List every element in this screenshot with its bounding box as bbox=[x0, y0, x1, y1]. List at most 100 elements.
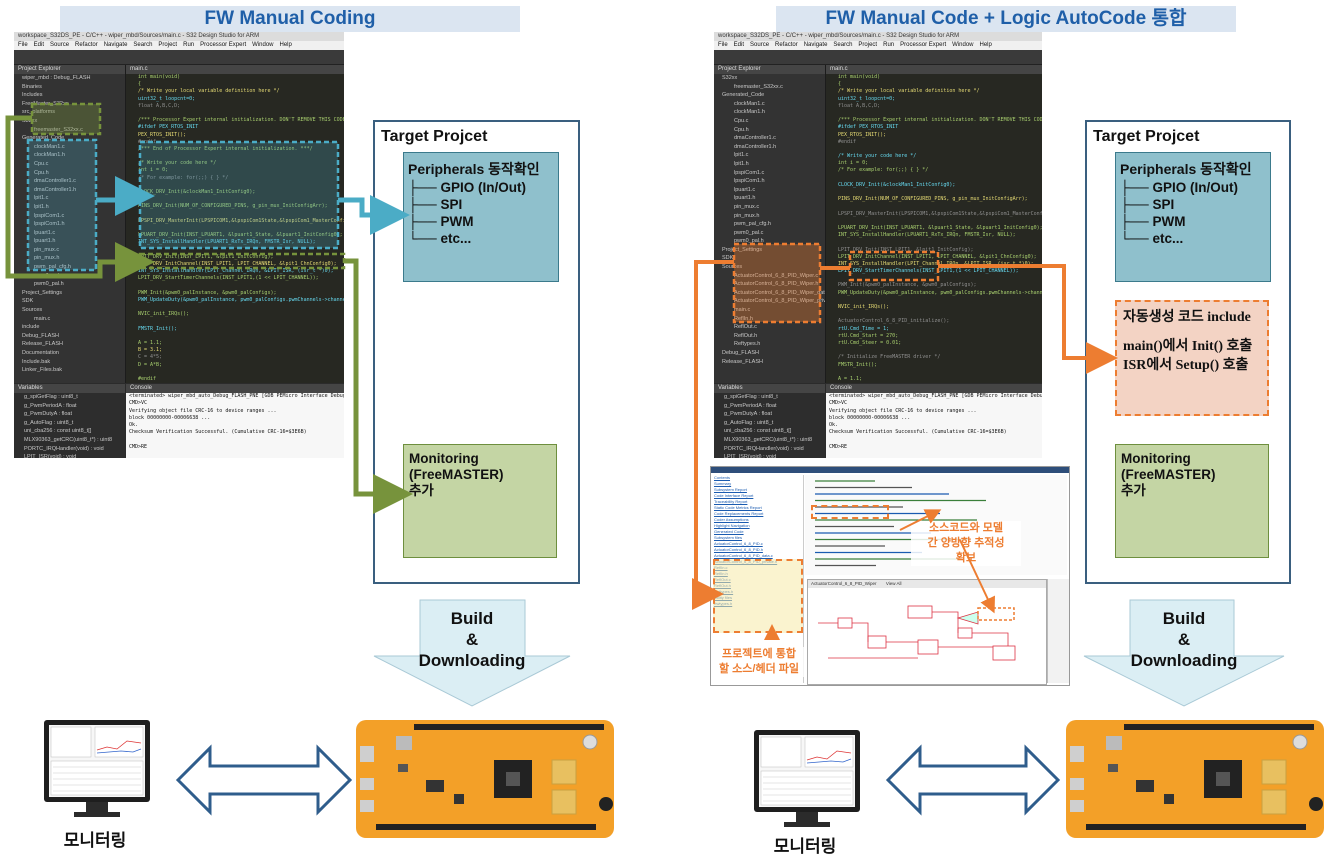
tree-item[interactable]: Release_FLASH bbox=[22, 341, 63, 348]
tree-item[interactable]: pwm_pal_cfg.h bbox=[734, 221, 771, 228]
tree-item[interactable]: SDK bbox=[22, 298, 34, 305]
tree-item[interactable]: Binaries bbox=[22, 83, 42, 90]
tree-item[interactable]: lpit1.c bbox=[14, 194, 125, 203]
report-link[interactable]: Subsystem files bbox=[714, 535, 743, 540]
tree-item[interactable]: clockMan1.c bbox=[734, 100, 765, 107]
tree-item[interactable]: FreeMaster_S32xx bbox=[22, 100, 69, 107]
variable-item[interactable]: g_PwmPeriodA : float bbox=[724, 402, 777, 409]
variable-item[interactable]: LPIT_ISR(void) : void bbox=[724, 454, 777, 458]
tree-item[interactable]: src_platforms bbox=[14, 108, 125, 117]
menu-item[interactable]: Window bbox=[252, 42, 274, 48]
tree-item[interactable]: Project_Settings bbox=[22, 289, 63, 296]
variable-item[interactable]: g_AutoFlag : uint8_t bbox=[24, 419, 74, 426]
variable-item[interactable]: g_AutoFlag : uint8_t bbox=[724, 419, 774, 426]
menu-item[interactable]: Navigate bbox=[103, 42, 128, 48]
tree-item[interactable]: main.c bbox=[34, 315, 51, 322]
tree-item[interactable]: Cpu.c bbox=[734, 117, 749, 124]
tree-item[interactable]: Debug_FLASH bbox=[722, 350, 759, 356]
tree-item[interactable]: Cpu.h bbox=[734, 126, 749, 133]
report-link[interactable]: Subsystem Report bbox=[714, 487, 747, 492]
model-tab[interactable]: ActuatorControl_6_8_PID_Wiper bbox=[811, 581, 877, 586]
tree-item[interactable]: lpit1.h bbox=[734, 160, 749, 167]
menu-item[interactable]: Run bbox=[183, 42, 195, 48]
tree-item[interactable]: SDK bbox=[722, 255, 734, 262]
tree-item[interactable]: wiper_mbd : Debug_FLASH bbox=[22, 75, 91, 81]
menu-item[interactable]: Refactor bbox=[75, 42, 98, 48]
tree-item[interactable]: lpspiCom1.c bbox=[14, 212, 125, 221]
menu-item[interactable]: Window bbox=[952, 42, 974, 48]
console-tab[interactable]: Console bbox=[126, 384, 344, 393]
variable-item[interactable]: g_PwmDutyA : float bbox=[24, 411, 72, 418]
tree-item[interactable]: main.c bbox=[714, 306, 825, 315]
tree-item[interactable]: Debug_FLASH bbox=[22, 332, 59, 339]
tree-item[interactable]: ReflOut.c bbox=[734, 324, 757, 331]
menu-item[interactable]: Search bbox=[833, 42, 853, 48]
tree-item[interactable]: ActuatorControl_6_8_PID_Wiper.h bbox=[714, 280, 825, 289]
report-link[interactable]: Summary bbox=[714, 481, 732, 486]
tree-item[interactable]: dmaController1.c bbox=[14, 177, 125, 186]
tree-item[interactable]: clockMan1.h bbox=[14, 151, 125, 160]
tree-item[interactable]: include bbox=[22, 324, 40, 331]
tree-item[interactable]: pwm0_pal.h bbox=[734, 238, 764, 245]
menu-item[interactable]: Project bbox=[158, 42, 178, 48]
variable-item[interactable]: uni_cba256 : const uint8_t[] bbox=[724, 428, 792, 435]
tree-item[interactable]: dmaController1.h bbox=[734, 143, 777, 150]
variables-tab-right[interactable]: Variables bbox=[714, 384, 825, 393]
menu-item[interactable]: Edit bbox=[33, 42, 45, 48]
tree-item[interactable]: lpuart1.h bbox=[734, 195, 756, 202]
tree-item[interactable]: S32xx bbox=[722, 75, 738, 81]
tree-item[interactable]: pwm0_pal.c bbox=[734, 229, 764, 236]
tree-item[interactable]: Includes bbox=[22, 92, 43, 99]
report-link[interactable]: Code Interface Report bbox=[714, 493, 754, 498]
report-link[interactable]: Static Code Metrics Report bbox=[714, 505, 762, 510]
editor-tab[interactable]: main.c bbox=[126, 65, 344, 74]
tree-item[interactable]: lpuart1.c bbox=[14, 229, 125, 238]
tree-item[interactable]: Generated_Code bbox=[22, 135, 65, 142]
report-link[interactable]: Traceability Report bbox=[714, 499, 748, 504]
tree-item[interactable]: clockMan1.h bbox=[734, 109, 765, 116]
tree-item[interactable]: clockMan1.c bbox=[14, 143, 125, 152]
tree-item[interactable]: freemaster_S32xx.c bbox=[734, 83, 783, 90]
tree-item[interactable]: freemaster_S32xx.c bbox=[14, 126, 125, 135]
tree-item[interactable]: S32xx bbox=[22, 117, 38, 124]
variable-item[interactable]: PORTC_IRQHandler(void) : void bbox=[724, 445, 804, 452]
editor-tab-right[interactable]: main.c bbox=[826, 65, 1042, 74]
tree-item[interactable]: ReflOut.h bbox=[734, 332, 758, 339]
tree-item[interactable]: pwm0_pal.h bbox=[34, 281, 64, 288]
variables-tab[interactable]: Variables bbox=[14, 384, 125, 393]
tree-item[interactable]: lpspiCom1.h bbox=[734, 178, 765, 185]
menu-item[interactable]: Refactor bbox=[775, 42, 798, 48]
tree-item[interactable]: ReflIn.h bbox=[714, 315, 825, 324]
explorer-tab-right[interactable]: Project Explorer bbox=[714, 65, 825, 74]
tree-item[interactable]: ActuatorControl_6_8_PID_Wiper.c bbox=[714, 272, 825, 281]
console-tab-right[interactable]: Console bbox=[826, 384, 1042, 393]
tree-item[interactable]: Include.bak bbox=[22, 358, 51, 365]
menu-item[interactable]: Project bbox=[858, 42, 878, 48]
tree-item[interactable]: Documentation bbox=[22, 350, 59, 356]
report-link[interactable]: Highlight Navigation bbox=[714, 523, 750, 528]
variable-item[interactable]: MLX90363_getCRC(uint8_t*) : uint8 bbox=[24, 436, 113, 443]
tree-item[interactable]: Sources bbox=[22, 307, 43, 314]
tree-item[interactable]: Release_FLASH bbox=[722, 358, 763, 365]
variable-item[interactable]: g_PwmPeriodA : float bbox=[24, 402, 77, 409]
report-link[interactable]: ActuatorControl_6_8_PID_data.c bbox=[714, 553, 773, 558]
tree-item[interactable]: Project_Settings bbox=[714, 246, 825, 255]
explorer-tab[interactable]: Project Explorer bbox=[14, 65, 125, 74]
report-link[interactable]: ActuatorControl_6_8_PID.h bbox=[714, 547, 763, 552]
tree-item[interactable]: lpuart1.c bbox=[734, 186, 756, 193]
menu-item[interactable]: Processor Expert bbox=[200, 42, 247, 48]
tree-item[interactable]: pin_mux.h bbox=[14, 254, 125, 263]
menu-item[interactable]: Run bbox=[883, 42, 895, 48]
tree-item[interactable]: pin_mux.h bbox=[734, 212, 760, 219]
tree-item[interactable]: lpit1.h bbox=[14, 203, 125, 212]
menu-item[interactable]: Edit bbox=[733, 42, 745, 48]
report-link[interactable]: ActuatorControl_6_8_PID.c bbox=[714, 541, 763, 546]
tree-item[interactable]: lpuart1.h bbox=[14, 237, 125, 246]
variable-item[interactable]: LPIT_ISR(void) : void bbox=[24, 454, 77, 458]
report-link[interactable]: Coder Assumptions bbox=[714, 517, 749, 522]
menu-item[interactable]: Navigate bbox=[803, 42, 828, 48]
tree-item[interactable]: dmaController1.c bbox=[734, 135, 776, 142]
report-link[interactable]: Code Replacements Report bbox=[714, 511, 764, 516]
menu-item[interactable]: Help bbox=[979, 42, 992, 48]
variable-item[interactable]: uni_cba256 : const uint8_t[] bbox=[24, 428, 92, 435]
